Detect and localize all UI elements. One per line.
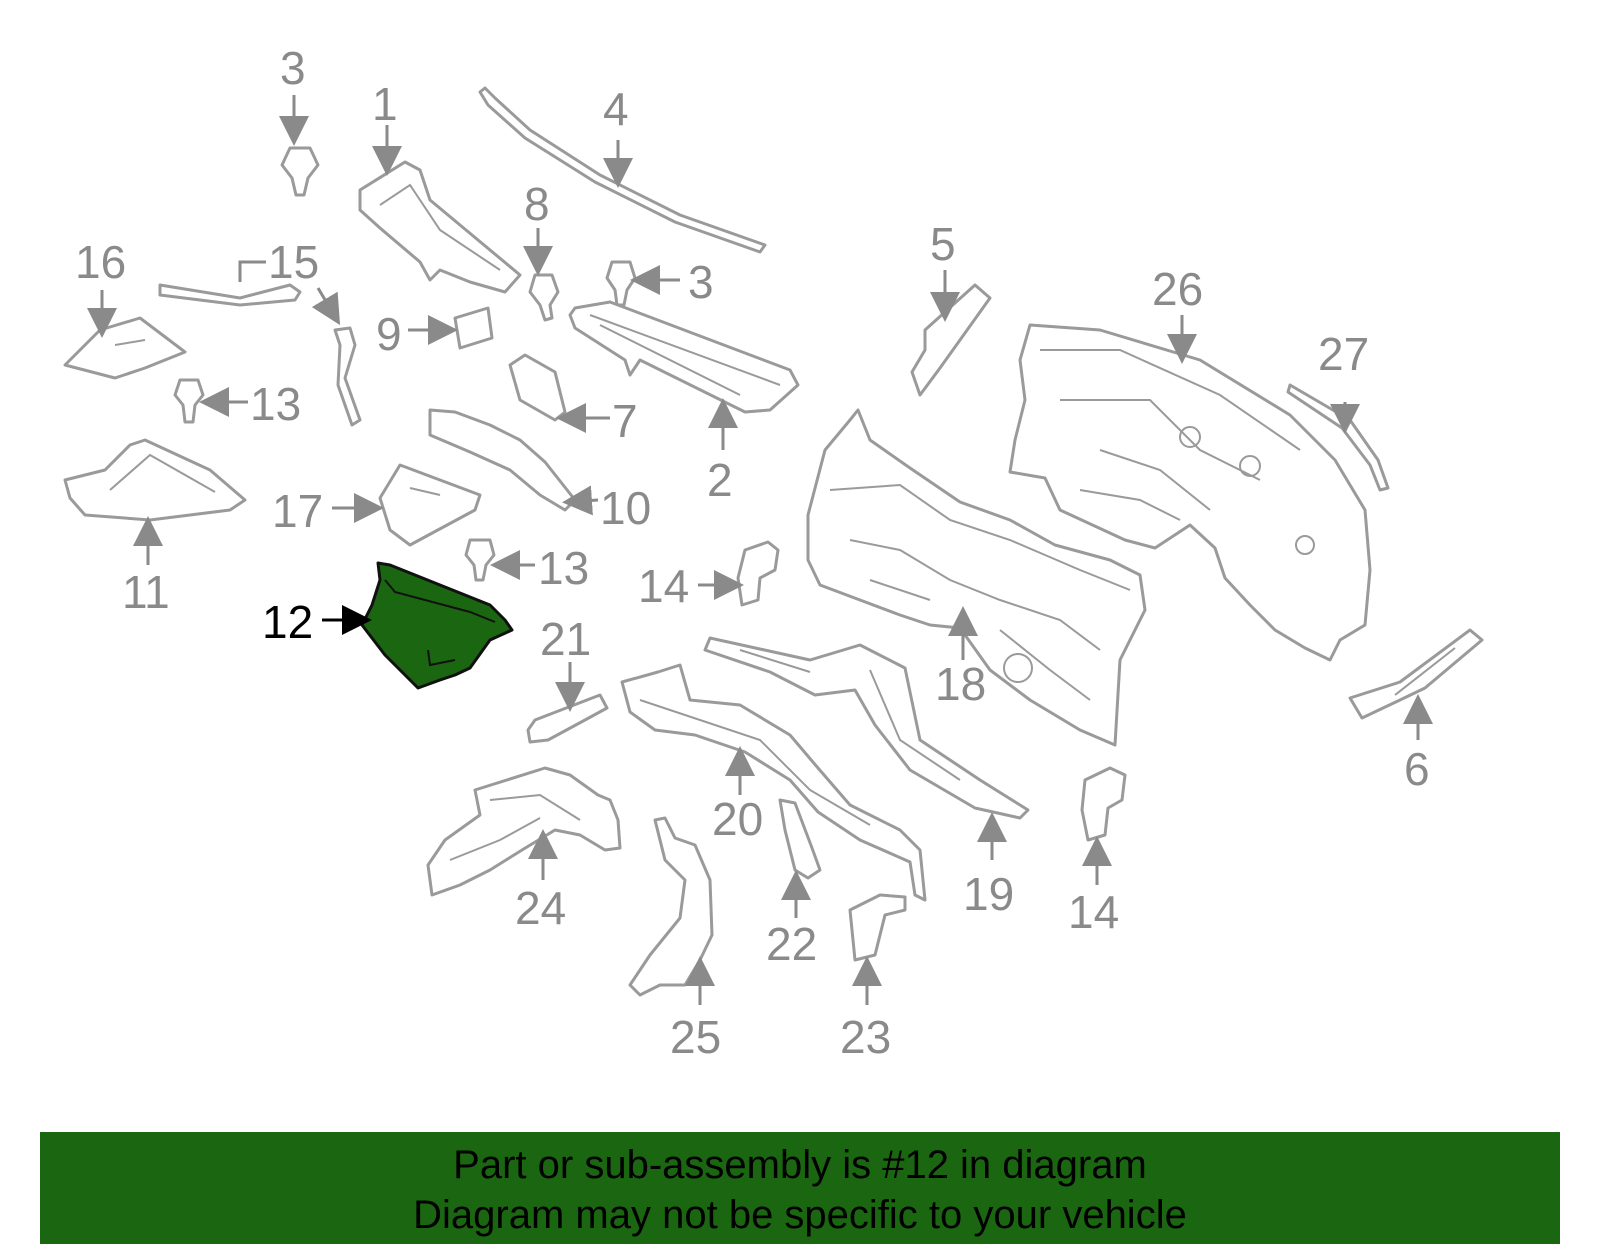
part-25-lower-member (628, 816, 714, 997)
part-2-cowl-panel (568, 300, 800, 414)
part-6-bracket (1348, 628, 1484, 720)
part-14-bracket-mid (736, 540, 780, 607)
part-3-clip-top (280, 146, 320, 197)
part-13-clip-upper (173, 378, 205, 424)
callout-label: 23 (840, 1011, 891, 1063)
callout-label: 26 (1152, 263, 1203, 315)
callout-label: 24 (515, 882, 566, 934)
callout-label: 3 (688, 256, 714, 308)
part-26-dash-panel (1008, 323, 1372, 662)
part-5-pillar (910, 283, 992, 397)
callout-label: 7 (612, 395, 638, 447)
callout-label-highlighted: 12 (262, 596, 313, 648)
part-17-cover (378, 463, 482, 547)
leader-lines (87, 95, 1433, 1005)
callout-label: 14 (638, 560, 689, 612)
part-1-cowl-top (358, 160, 522, 294)
callout-label: 5 (930, 218, 956, 270)
callout-label: 9 (376, 308, 402, 360)
callout-label: 21 (540, 613, 591, 665)
callout-label: 20 (712, 793, 763, 845)
callout-label: 25 (670, 1011, 721, 1063)
callout-label: 27 (1318, 328, 1369, 380)
callout-label: 15 (268, 236, 319, 288)
part-8-clip (528, 273, 560, 322)
part-7-bracket (508, 353, 567, 422)
part-13-clip-lower (464, 538, 496, 582)
callout-label: 11 (122, 566, 170, 618)
part-18-firewall (806, 408, 1147, 747)
part-15-rod (158, 283, 362, 427)
callout-label: 4 (603, 83, 629, 135)
part-12-highlighted (360, 561, 514, 690)
part-11-side-panel (63, 438, 247, 522)
callout-label: 8 (524, 178, 550, 230)
callout-labels: 1 2 3 3 4 5 6 7 8 9 10 11 12 13 13 14 14… (75, 42, 1430, 1063)
callout-label: 10 (600, 482, 651, 534)
callout-label: 1 (372, 78, 398, 130)
part-16-bracket (63, 316, 187, 380)
callout-label: 17 (272, 485, 323, 537)
callout-label: 3 (280, 42, 306, 94)
parts-diagram: 1 2 3 3 4 5 6 7 8 9 10 11 12 13 13 14 14… (63, 42, 1484, 1063)
callout-label: 18 (935, 658, 986, 710)
callout-label: 14 (1068, 886, 1119, 938)
part-22-brace (778, 798, 822, 880)
callout-label: 16 (75, 236, 126, 288)
callout-label: 6 (1404, 743, 1430, 795)
info-banner: Part or sub-assembly is #12 in diagram D… (40, 1132, 1560, 1244)
callout-label: 13 (538, 542, 589, 594)
part-24-side-member (426, 766, 622, 897)
callout-label: 13 (250, 378, 301, 430)
callout-label: 2 (707, 454, 733, 506)
callout-label: 19 (963, 868, 1014, 920)
part-3-clip-right (605, 260, 637, 307)
callout-label: 22 (766, 918, 817, 970)
part-21-bracket (526, 693, 609, 744)
part-4-seal-strip (478, 86, 767, 254)
part-9-small-bracket (453, 306, 494, 350)
banner-line-1: Part or sub-assembly is #12 in diagram (453, 1143, 1147, 1187)
part-14-bracket-right (1080, 766, 1127, 842)
part-20-member (620, 663, 927, 902)
banner-line-2: Diagram may not be specific to your vehi… (413, 1193, 1187, 1237)
part-23-bracket (848, 893, 907, 962)
